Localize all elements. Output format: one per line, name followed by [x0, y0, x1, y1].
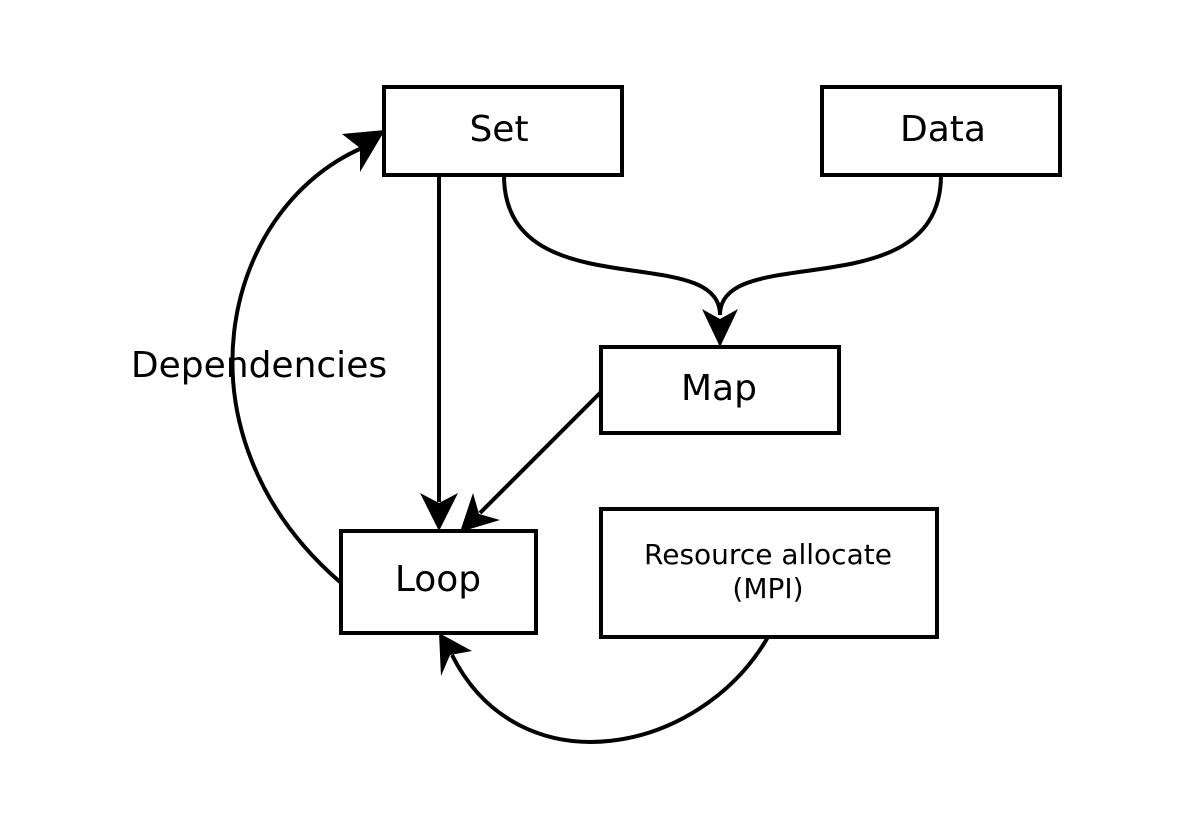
node-set: Set [382, 85, 624, 177]
arrowhead-set [342, 130, 385, 172]
arrowhead-map [702, 309, 738, 347]
node-loop: Loop [339, 529, 538, 635]
edge-data-to-map [718, 174, 943, 316]
node-resource-label-line1: Resource allocate [644, 538, 892, 571]
node-map-label: Map [681, 368, 757, 409]
node-resource-label-line2: (MPI) [732, 572, 803, 605]
node-data: Data [820, 85, 1062, 177]
node-loop-label: Loop [395, 559, 481, 600]
edge-resource-to-loop [450, 635, 770, 744]
arrowhead-loop-from-map [460, 493, 500, 532]
arrowhead-loop-from-resource [439, 633, 472, 676]
node-set-label: Set [469, 109, 528, 150]
edge-loop-to-set-dependencies [230, 146, 363, 584]
arrowhead-loop-from-set [420, 493, 458, 531]
node-data-label: Data [900, 109, 986, 150]
edge-set-to-map [502, 174, 722, 316]
edge-map-to-loop [478, 390, 603, 515]
node-map: Map [599, 345, 841, 435]
node-resource-allocate: Resource allocate (MPI) [599, 507, 939, 639]
dependencies-label: Dependencies [131, 345, 387, 386]
